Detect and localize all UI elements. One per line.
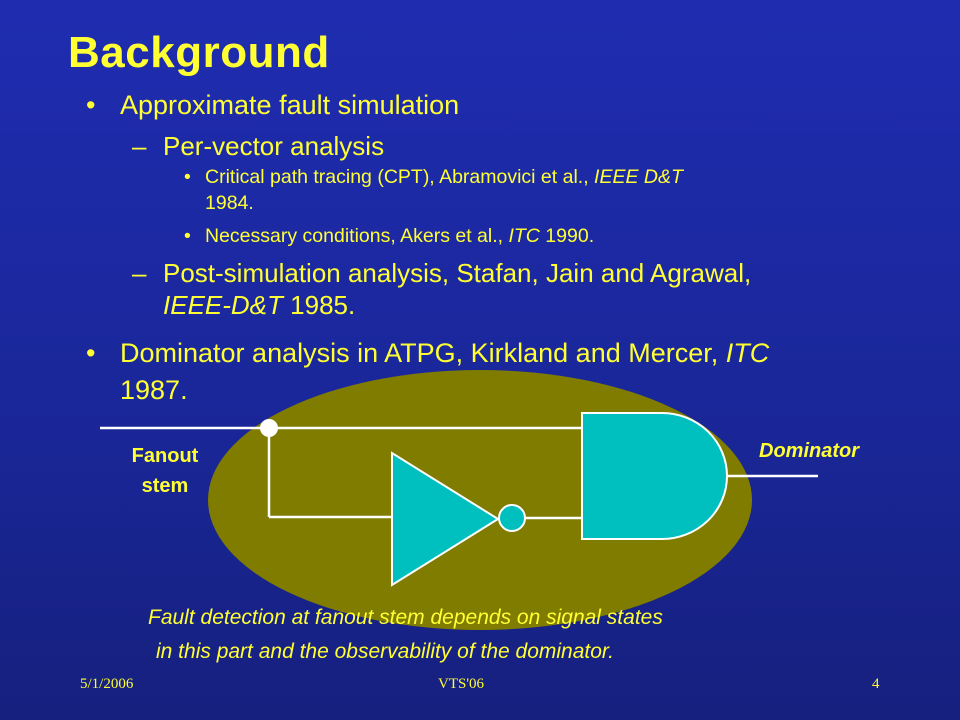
item-venue: ITC [508,225,540,247]
fanout-label-line2: stem [141,475,189,497]
item-critical-path-tracing: Critical path tracing (CPT), Abramovici … [205,166,683,189]
slide-title: Background [68,28,330,77]
item-year: 1990. [539,225,595,247]
dash-marker: – [132,258,147,288]
item-venue: IEEE D&T [594,166,683,188]
bullet-marker: • [184,225,191,247]
bullet-dominator-analysis-year: 1987. [120,375,188,405]
bullet-marker: • [86,90,96,120]
dominator-label: Dominator [759,440,859,462]
sub-bullet-post-simulation: Post-simulation analysis, Stafan, Jain a… [163,258,752,288]
caption-line2: in this part and the observability of th… [156,640,614,663]
fanout-stem-label: Fanout stem [110,441,220,501]
sub-bullet-post-simulation-line2: IEEE-D&T 1985. [163,290,355,321]
item-text: Critical path tracing (CPT), Abramovici … [205,166,595,188]
footer-conference: VTS'06 [438,676,485,692]
sub-bullet-per-vector-analysis: Per-vector analysis [163,131,385,161]
footer-date: 5/1/2006 [80,676,134,692]
bullet-dominator-analysis: Dominator analysis in ATPG, Kirkland and… [120,338,769,369]
item-text: Necessary conditions, Akers et al., [205,225,509,247]
item-necessary-conditions: Necessary conditions, Akers et al., ITC … [205,225,594,248]
caption-line1: Fault detection at fanout stem depends o… [148,606,663,629]
inverter-gate [391,451,500,587]
year: 1985. [282,290,356,320]
bullet-approximate-fault-simulation: Approximate fault simulation [120,90,460,120]
fanout-label-line1: Fanout [131,445,199,467]
venue: ITC [725,338,770,368]
dash-marker: – [132,131,147,161]
and-gate-dominator [581,412,728,540]
bullet-text: Dominator analysis in ATPG, Kirkland and… [120,338,726,368]
footer-page-number: 4 [872,676,880,692]
item-critical-path-tracing-year: 1984. [205,192,254,214]
fanout-node [260,419,278,437]
inverter-bubble [498,504,526,532]
bullet-marker: • [184,166,191,188]
bullet-marker: • [86,338,96,368]
venue: IEEE-D&T [163,290,283,320]
